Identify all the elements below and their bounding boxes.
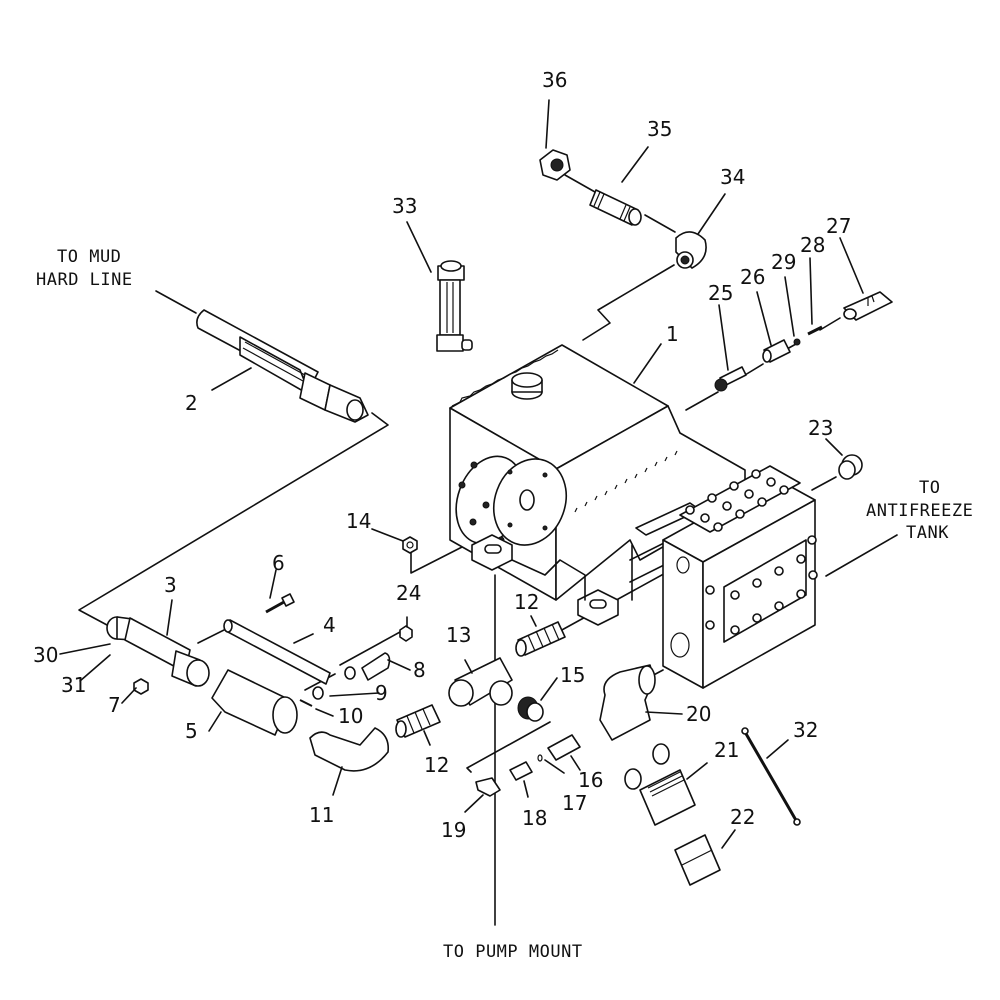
callout-2: 2 [185, 391, 198, 415]
callout-9: 9 [375, 681, 388, 705]
svg-text:TO: TO [919, 478, 940, 498]
part-18-adapter [509, 761, 533, 781]
callout-11: 11 [309, 803, 334, 827]
callout-12-upper: 12 [514, 590, 539, 614]
part-20-elbow [599, 664, 656, 741]
callout-3: 3 [164, 573, 177, 597]
callout-24: 24 [396, 581, 421, 605]
part-3-nipple [106, 616, 210, 687]
leader-line [155, 290, 197, 314]
manifold-block [662, 465, 818, 689]
note-to-mud-hard-line: TO MUD HARD LINE [36, 247, 197, 314]
callout-4: 4 [323, 613, 336, 637]
callout-15: 15 [560, 663, 585, 687]
callout-17: 17 [562, 791, 587, 815]
part-16-fitting [547, 734, 581, 761]
part-26-cartridge [762, 339, 791, 363]
part-19-elbow [475, 777, 501, 797]
part-27-clamp [843, 291, 893, 321]
callout-18: 18 [522, 806, 547, 830]
part-12-nipple-lower [395, 704, 441, 738]
part-34-street-elbow [675, 231, 707, 269]
callout-30: 30 [33, 643, 58, 667]
svg-text:TO MUD: TO MUD [57, 247, 121, 267]
svg-text:ANTIFREEZE: ANTIFREEZE [866, 501, 973, 521]
callout-36: 36 [542, 68, 567, 92]
part-2-hose [196, 309, 369, 423]
part-14-nut [402, 536, 418, 554]
callout-28: 28 [800, 233, 825, 257]
note-to-pump-mount: TO PUMP MOUNT [443, 574, 583, 962]
callout-27: 27 [826, 214, 851, 238]
callout-20: 20 [686, 702, 711, 726]
callout-25: 25 [708, 281, 733, 305]
part-6-bolt [265, 593, 295, 614]
svg-text:HARD LINE: HARD LINE [36, 270, 133, 290]
part-33-sight-gauge [436, 260, 473, 352]
part-22-cam-plug [674, 834, 721, 886]
callout-22: 22 [730, 805, 755, 829]
part-29-ball [793, 338, 801, 346]
callout-23: 23 [808, 416, 833, 440]
part-5-coupling [211, 669, 298, 736]
callout-12-lower: 12 [424, 753, 449, 777]
part-11-elbow [309, 727, 390, 772]
callout-33: 33 [392, 194, 417, 218]
note-to-antifreeze-tank: TO ANTIFREEZE TANK [825, 478, 973, 577]
callout-10: 10 [338, 704, 363, 728]
callout-21: 21 [714, 738, 739, 762]
callout-13: 13 [446, 623, 471, 647]
callout-1: 1 [666, 322, 679, 346]
callout-16: 16 [578, 768, 603, 792]
part-15-bushing [517, 696, 544, 722]
callout-leaders [59, 99, 864, 849]
svg-text:TANK: TANK [906, 523, 949, 543]
part-36-hex-nut [539, 149, 571, 181]
part-35-pipe-nipple [589, 189, 642, 226]
part-8-bracket [361, 652, 391, 681]
part-9-washers [312, 666, 356, 700]
part-1-pump-body [449, 344, 746, 626]
callout-14: 14 [346, 509, 371, 533]
assembly-lines [78, 174, 841, 773]
part-13-tee [448, 657, 513, 707]
part-7-nut [133, 678, 149, 695]
callout-31: 31 [61, 673, 86, 697]
part-10-pin [299, 699, 313, 707]
part-23-plug [838, 454, 863, 480]
callout-35: 35 [647, 117, 672, 141]
part-21-cam-coupler [624, 743, 696, 826]
part-28-screw [807, 325, 823, 336]
callout-34: 34 [720, 165, 745, 189]
callout-5: 5 [185, 719, 198, 743]
part-25-fitting [714, 366, 747, 392]
callout-6: 6 [272, 551, 285, 575]
callout-32: 32 [793, 718, 818, 742]
callout-7: 7 [108, 693, 121, 717]
part-4-bar [223, 619, 331, 685]
callout-26: 26 [740, 265, 765, 289]
part-24-nut [399, 625, 413, 642]
callout-8: 8 [413, 658, 426, 682]
part-17-o-ring [537, 754, 543, 762]
part-12-nipple-upper [515, 621, 566, 657]
leader-line [825, 534, 898, 577]
svg-text:TO PUMP MOUNT: TO PUMP MOUNT [443, 942, 583, 962]
callout-labels: 36 35 34 33 1 25 26 29 28 27 23 2 14 6 3… [33, 68, 851, 842]
part-32-lanyard [741, 727, 801, 826]
callout-19: 19 [441, 818, 466, 842]
callout-29: 29 [771, 250, 796, 274]
